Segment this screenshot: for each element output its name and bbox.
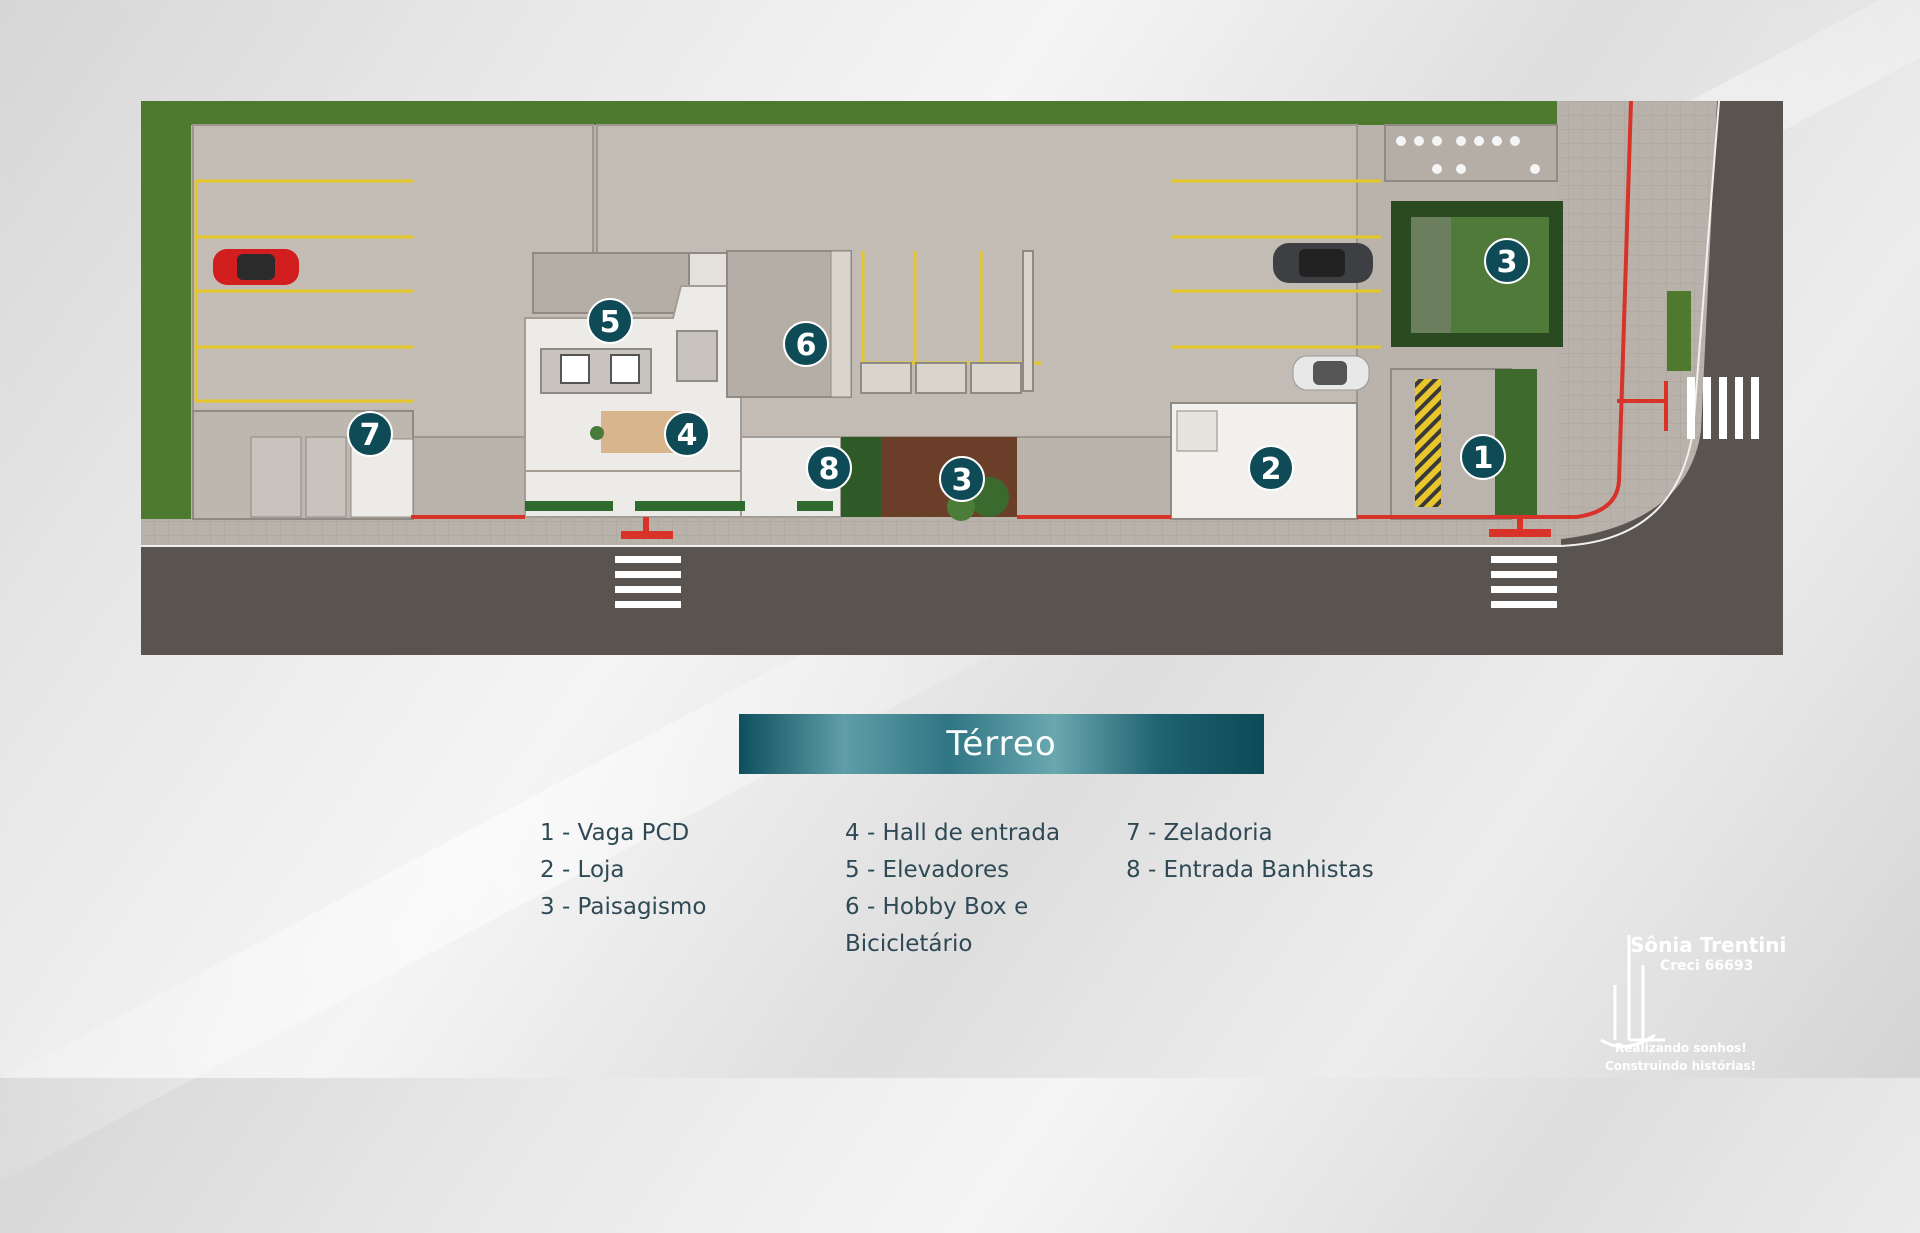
legend-column-3: 7 - Zeladoria 8 - Entrada Banhistas	[1126, 815, 1374, 889]
svg-text:6: 6	[796, 328, 817, 363]
legend-column-1: 1 - Vaga PCD 2 - Loja 3 - Paisagismo	[540, 815, 706, 926]
legend-item: 3 - Paisagismo	[540, 894, 707, 920]
svg-text:5: 5	[600, 305, 621, 340]
legend-item: 4 - Hall de entrada	[845, 820, 1061, 846]
svg-text:4: 4	[677, 418, 698, 453]
svg-text:3: 3	[952, 463, 973, 498]
marker-3-right: 3	[1484, 238, 1530, 284]
legend-item: 6 - Hobby Box e Bicicletário	[845, 894, 1029, 957]
grass-strip-top	[141, 101, 1557, 125]
floor-plan: 5 6 4 7 8 3 2 3 1	[141, 101, 1783, 655]
red-car-icon	[213, 249, 299, 285]
marker-1: 1	[1460, 434, 1506, 480]
pcd-hatch	[1415, 379, 1441, 507]
marker-3-middle: 3	[939, 456, 985, 502]
svg-text:3: 3	[1497, 245, 1518, 280]
grass-strip-left	[141, 101, 191, 521]
brand-logo-icon	[1600, 935, 1665, 1048]
svg-text:8: 8	[819, 452, 840, 487]
road-right	[1541, 101, 1783, 655]
utility-meters	[1384, 124, 1558, 182]
legend-item: 2 - Loja	[540, 857, 625, 883]
hobby-box-area	[726, 250, 852, 398]
brand-tagline: Construindo histórias!	[1605, 1059, 1757, 1073]
marker-6: 6	[783, 321, 829, 367]
crosswalk-side	[1687, 377, 1759, 439]
page-title: Térreo	[946, 724, 1057, 764]
white-car-icon	[1292, 355, 1370, 391]
crosswalk-right	[1491, 556, 1557, 608]
legend-item: 5 - Elevadores	[845, 857, 1010, 883]
sidewalk-bottom	[141, 519, 1561, 546]
svg-text:1: 1	[1473, 441, 1494, 476]
road-bottom	[141, 546, 1783, 655]
brand-tagline: Realizando sonhos!	[1615, 1041, 1747, 1055]
svg-text:2: 2	[1261, 452, 1282, 487]
marker-7: 7	[347, 411, 393, 457]
legend-item: 7 - Zeladoria	[1126, 820, 1273, 846]
brand-creci: Creci 66693	[1660, 958, 1754, 974]
marker-2: 2	[1248, 445, 1294, 491]
legend-item: 8 - Entrada Banhistas	[1126, 857, 1374, 883]
svg-text:7: 7	[360, 418, 381, 453]
crosswalk-left	[615, 556, 681, 608]
legend-item: 1 - Vaga PCD	[540, 820, 690, 846]
marker-5: 5	[587, 298, 633, 344]
title-banner: Térreo	[739, 714, 1264, 774]
dark-car-icon	[1273, 243, 1373, 283]
legend-column-2: 4 - Hall de entrada 5 - Elevadores 6 - H…	[845, 815, 1075, 963]
marker-8: 8	[806, 445, 852, 491]
brand-watermark: Sônia Trentini Creci 66693 Realizando so…	[1585, 925, 1787, 1075]
marker-4: 4	[664, 411, 710, 457]
brand-name: Sônia Trentini	[1630, 933, 1787, 957]
